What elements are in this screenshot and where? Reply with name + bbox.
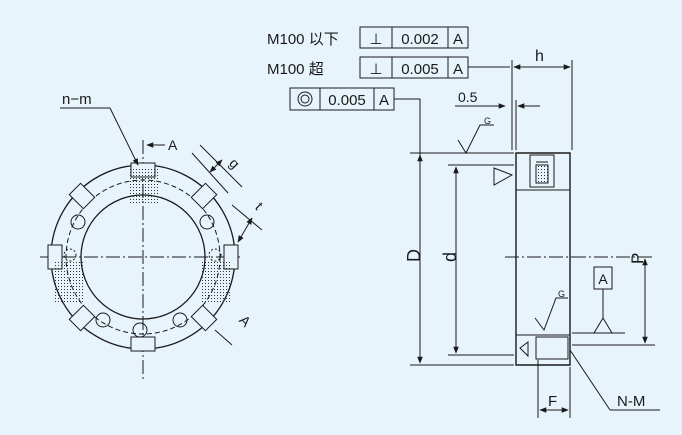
hole-7 [208, 248, 222, 262]
g-ext-2 [191, 152, 229, 194]
label-offset: 0.5 [458, 89, 478, 105]
hole-5 [132, 322, 148, 338]
nm-leader [109, 107, 139, 166]
surface-mark-3 [534, 297, 568, 332]
slot-bottom-right [190, 304, 218, 332]
concentricity-datum: A [379, 92, 389, 109]
tolerance-condition-2: M100 超 [267, 61, 324, 78]
NM-leader [569, 349, 611, 411]
concentricity-value: 0.005 [328, 92, 366, 109]
label-P: P [628, 253, 647, 264]
bottom-screw-cone [519, 341, 529, 358]
hole-4 [172, 312, 188, 328]
top-screw [529, 154, 555, 188]
slot-bottom-left [68, 304, 96, 332]
front-view [40, 107, 263, 380]
label-t: t [252, 199, 266, 213]
hole-6 [63, 248, 77, 262]
datum-triangle [593, 317, 613, 334]
label-surface-G2: G [558, 289, 565, 299]
hole-2 [199, 214, 215, 230]
g-dim-line [209, 159, 223, 173]
concentricity-cell [289, 87, 321, 111]
label-D: D [404, 249, 424, 262]
datum-cell-1 [447, 26, 469, 49]
side-view [410, 60, 660, 418]
concentricity-leader [394, 98, 421, 155]
screw-zone-left [55, 262, 85, 302]
label-n-m: n−m [62, 91, 92, 108]
tolerance-value-1: 0.002 [401, 31, 439, 48]
label-datum-box: A [598, 271, 608, 287]
perpendicular-symbol-2: ⊥ [369, 61, 382, 78]
screw-zone-top [128, 168, 158, 204]
label-surface-G1: G [484, 116, 491, 126]
label-N-M: N-M [617, 393, 645, 410]
label-d: d [440, 252, 460, 262]
tolerance-frames: M100 以下 ⊥ 0.002 A M100 超 ⊥ 0.005 A 0.005… [267, 26, 510, 155]
label-section-a: A [236, 312, 254, 330]
label-datum-arrow: A [168, 137, 178, 153]
screw-zone-right [200, 262, 230, 302]
perpendicular-symbol-1: ⊥ [369, 31, 382, 48]
bottom-screw [535, 336, 569, 360]
slot-bottom [130, 336, 156, 352]
hole-1 [70, 214, 86, 230]
surface-mark-1 [457, 124, 494, 155]
side-body [515, 152, 571, 366]
surface-mark-2 [493, 167, 514, 186]
slot-top-left [68, 182, 96, 210]
tolerance-condition-1: M100 以下 [267, 31, 339, 48]
concentricity-inner-circle [300, 94, 310, 104]
section-a-line [214, 329, 233, 346]
datum-letter-1: A [453, 31, 463, 48]
tolerance-value-2: 0.005 [401, 61, 439, 78]
datum-letter-2: A [453, 61, 463, 78]
hole-3 [95, 312, 111, 328]
label-F: F [548, 393, 557, 410]
top-screw-hatch [535, 164, 549, 184]
concentricity-outer-circle [297, 91, 313, 107]
label-h: h [535, 48, 544, 65]
label-g: g [226, 155, 243, 172]
slot-top-right [190, 182, 218, 210]
t-dim-line [237, 217, 253, 243]
